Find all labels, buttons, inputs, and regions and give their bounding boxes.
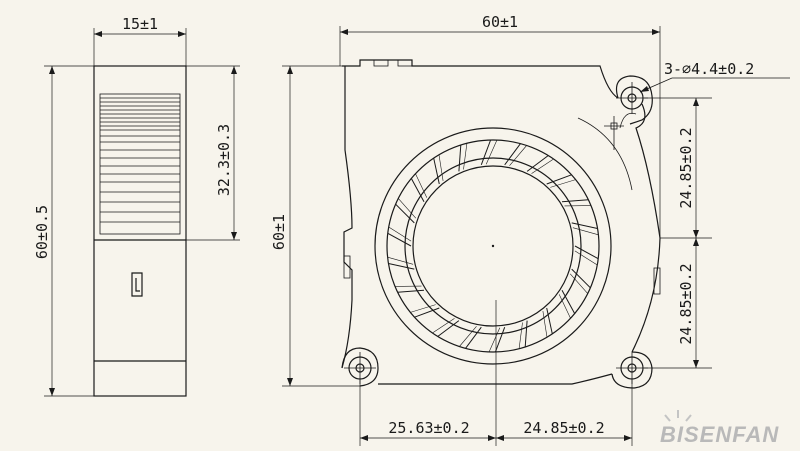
outlet-grille	[99, 93, 181, 235]
hole-callout-label: 3-∅4.4±0.2	[664, 60, 754, 78]
fan-housing-outline	[341, 59, 661, 385]
impeller-blade	[388, 263, 415, 270]
impeller-blade-edge	[572, 227, 599, 236]
impeller-blade	[433, 158, 440, 185]
impeller-blade	[546, 307, 553, 334]
impeller-blade	[546, 174, 572, 185]
impeller-blade	[526, 155, 549, 172]
impeller-blade	[571, 222, 598, 229]
connector-mark	[131, 272, 143, 297]
impeller-blade-edge	[459, 326, 477, 347]
impeller-blade-edge	[463, 143, 468, 170]
hole-callout-leader	[639, 77, 790, 93]
bottom-left-mount-hole	[344, 352, 376, 384]
front-view: 60±1 60±1 3-∅4.4±0.2 24.85±0	[270, 13, 790, 446]
impeller-blade	[571, 268, 591, 289]
impeller-blade-edge	[550, 179, 576, 188]
top-tab-right	[397, 59, 413, 67]
impeller-blade-edge	[558, 294, 571, 319]
top-tab-left	[373, 59, 389, 67]
impeller-blade-edge	[485, 139, 498, 165]
housing-inner-hook	[619, 112, 637, 129]
impeller-blade	[437, 320, 460, 337]
impeller-blade-edge	[398, 198, 417, 219]
impeller-blades	[387, 139, 599, 353]
impeller-blade-edge	[438, 154, 444, 181]
impeller-blade	[504, 143, 521, 166]
impeller-blade-edge	[542, 311, 548, 338]
impeller-blade	[561, 199, 589, 203]
upper-pitch-label: 24.85±0.2	[677, 127, 695, 208]
brand-logo-text: BISENFAN	[660, 422, 779, 447]
impeller-blade	[397, 289, 425, 293]
housing-inner-curve	[577, 117, 633, 191]
impeller-blade-edge	[569, 273, 588, 294]
impeller-blade	[524, 320, 528, 348]
impeller-blade-edge	[574, 250, 598, 266]
impeller-blade	[395, 203, 415, 224]
right-side-tab	[653, 267, 661, 295]
impeller-blade-edge	[410, 304, 436, 313]
side-view: 15±1 60±0.5 32.3±0.3	[33, 15, 240, 397]
impeller-blade-edge	[509, 145, 527, 166]
impeller	[374, 127, 612, 365]
bottom-right-mount-lug	[611, 351, 653, 389]
lower-pitch-label: 24.85±0.2	[677, 263, 695, 344]
bottom-left-mount-lug	[341, 347, 379, 387]
hub-center	[491, 244, 495, 248]
impeller-blade	[465, 326, 482, 349]
impeller-blade-edge	[518, 322, 523, 349]
logo-sunburst-icon	[664, 410, 692, 422]
impeller-blade	[414, 307, 440, 318]
horizontal-pitch-dimension	[359, 300, 633, 446]
front-width-dimension	[339, 26, 661, 238]
left-side-tab	[343, 255, 351, 279]
front-height-label: 60±1	[270, 214, 288, 250]
reference-cross	[604, 116, 624, 150]
impeller-blade-edge	[387, 256, 414, 265]
impeller-blade-edge	[432, 318, 455, 334]
bottom-right-pitch-label: 24.85±0.2	[523, 419, 604, 437]
side-width-dimension	[93, 28, 187, 66]
impeller-blade-edge	[488, 327, 501, 353]
side-view-body	[93, 65, 187, 397]
impeller-blade-edge	[415, 173, 428, 198]
outlet-height-label: 32.3±0.3	[215, 124, 233, 196]
bottom-right-mount-hole	[616, 352, 648, 384]
front-height-dimension	[282, 65, 360, 387]
impeller-blade	[387, 232, 412, 247]
brand-logo: BISENFAN	[660, 410, 779, 447]
impeller-blade-edge	[531, 158, 554, 174]
top-right-mount-hole	[616, 82, 648, 114]
impeller-blade	[561, 290, 576, 314]
side-height-label: 60±0.5	[33, 205, 51, 259]
side-width-label: 15±1	[122, 15, 158, 33]
vertical-pitch-dimension	[644, 97, 712, 369]
outlet-height-dimension	[186, 65, 240, 241]
impeller-blade-edge	[388, 226, 412, 242]
impeller-blade	[574, 245, 599, 260]
impeller-blade	[494, 327, 506, 353]
front-width-label: 60±1	[482, 13, 518, 31]
top-right-mount-lug	[615, 75, 653, 125]
impeller-blade	[480, 139, 492, 165]
impeller-blade	[458, 144, 462, 172]
impeller-blade	[410, 178, 425, 202]
bottom-left-pitch-label: 25.63±0.2	[388, 419, 469, 437]
side-height-dimension	[44, 65, 94, 397]
